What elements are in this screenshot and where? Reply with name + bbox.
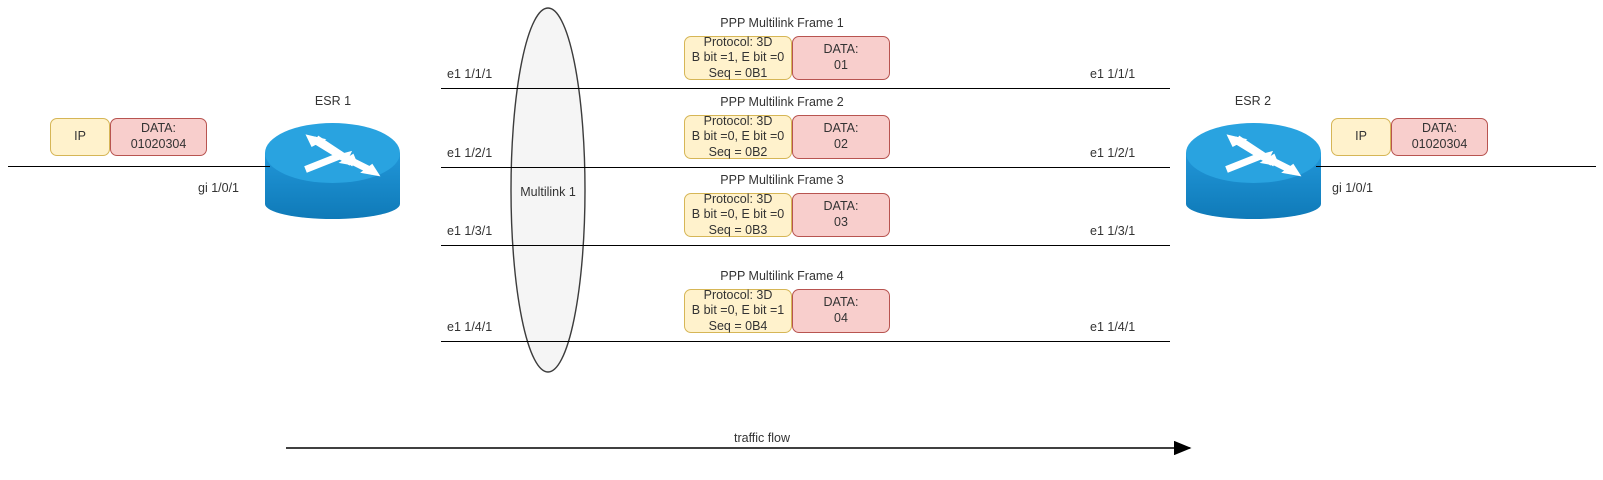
ip-payload-value: 01020304 [1411, 137, 1468, 151]
router-label: ESR 1 [314, 94, 352, 108]
ppp-frame-data-label: DATA: [823, 121, 859, 136]
ppp-frame-data-value: 02 [834, 137, 848, 151]
traffic-flow-label: traffic flow [733, 431, 791, 445]
router-icon[interactable] [265, 123, 400, 219]
ppp-frame-title: PPP Multilink Frame 3 [720, 173, 844, 187]
member-link-line [441, 245, 1170, 246]
ppp-frame-title: PPP Multilink Frame 1 [720, 16, 844, 30]
wan-link-line [1316, 166, 1596, 167]
ppp-frame-data-value: 04 [834, 311, 848, 325]
ppp-frame-header-line: Seq = 0B3 [708, 222, 768, 237]
member-link-label-left: e1 1/4/1 [447, 320, 493, 334]
member-link-line [441, 341, 1170, 342]
member-link-label-left: e1 1/1/1 [447, 67, 493, 81]
ppp-frame-data-label: DATA: [823, 42, 859, 57]
member-link-label-right: e1 1/1/1 [1090, 67, 1136, 81]
ppp-frame-header-line: B bit =0, E bit =1 [691, 303, 785, 318]
wan-link-label: gi 1/0/1 [1332, 181, 1374, 195]
wan-link-line [8, 166, 270, 167]
member-link-label-right: e1 1/2/1 [1090, 146, 1136, 160]
ppp-frame-data-box: DATA:03 [792, 193, 890, 237]
ip-header-box: IP [1331, 118, 1391, 156]
router-icon[interactable] [1186, 123, 1321, 219]
ppp-frame-header-line: Protocol: 3D [703, 191, 773, 206]
ip-header-box: IP [50, 118, 110, 156]
ppp-frame-header-line: B bit =0, E bit =0 [691, 129, 785, 144]
member-link-label-left: e1 1/2/1 [447, 146, 493, 160]
ip-payload-label: DATA: [1422, 121, 1457, 136]
ppp-frame-data-box: DATA:01 [792, 36, 890, 80]
ppp-frame-header-line: Seq = 0B2 [708, 144, 768, 159]
ppp-frame-data-label: DATA: [823, 199, 859, 214]
router-label: ESR 2 [1234, 94, 1272, 108]
ip-header-label: IP [1355, 129, 1367, 144]
ppp-frame-header-line: Protocol: 3D [703, 34, 773, 49]
ppp-frame-header-line: B bit =0, E bit =0 [691, 207, 785, 222]
ip-payload-label: DATA: [141, 121, 176, 136]
ppp-frame-data-value: 03 [834, 215, 848, 229]
ppp-frame-header-line: Seq = 0B1 [708, 65, 768, 80]
ip-payload-value: 01020304 [130, 137, 187, 151]
ppp-frame-header-line: B bit =1, E bit =0 [691, 50, 785, 65]
member-link-label-right: e1 1/3/1 [1090, 224, 1136, 238]
member-link-label-left: e1 1/3/1 [447, 224, 493, 238]
ppp-frame-data-box: DATA:02 [792, 115, 890, 159]
ppp-frame-data-value: 01 [834, 58, 848, 72]
member-link-label-right: e1 1/4/1 [1090, 320, 1136, 334]
wan-link-label: gi 1/0/1 [198, 181, 240, 195]
ip-header-label: IP [74, 129, 86, 144]
ppp-frame-data-box: DATA:04 [792, 289, 890, 333]
ip-payload-box: DATA:01020304 [1391, 118, 1488, 156]
ppp-frame-header-line: Protocol: 3D [703, 113, 773, 128]
ppp-frame-header-line: Seq = 0B4 [708, 318, 768, 333]
ppp-frame-data-label: DATA: [823, 295, 859, 310]
ip-payload-box: DATA:01020304 [110, 118, 207, 156]
member-link-line [441, 167, 1170, 168]
multilink-bundle-label: Multilink 1 [520, 185, 576, 199]
member-link-line [441, 88, 1170, 89]
ppp-frame-title: PPP Multilink Frame 4 [720, 269, 844, 283]
ppp-frame-header-line: Protocol: 3D [703, 287, 773, 302]
ppp-frame-title: PPP Multilink Frame 2 [720, 95, 844, 109]
